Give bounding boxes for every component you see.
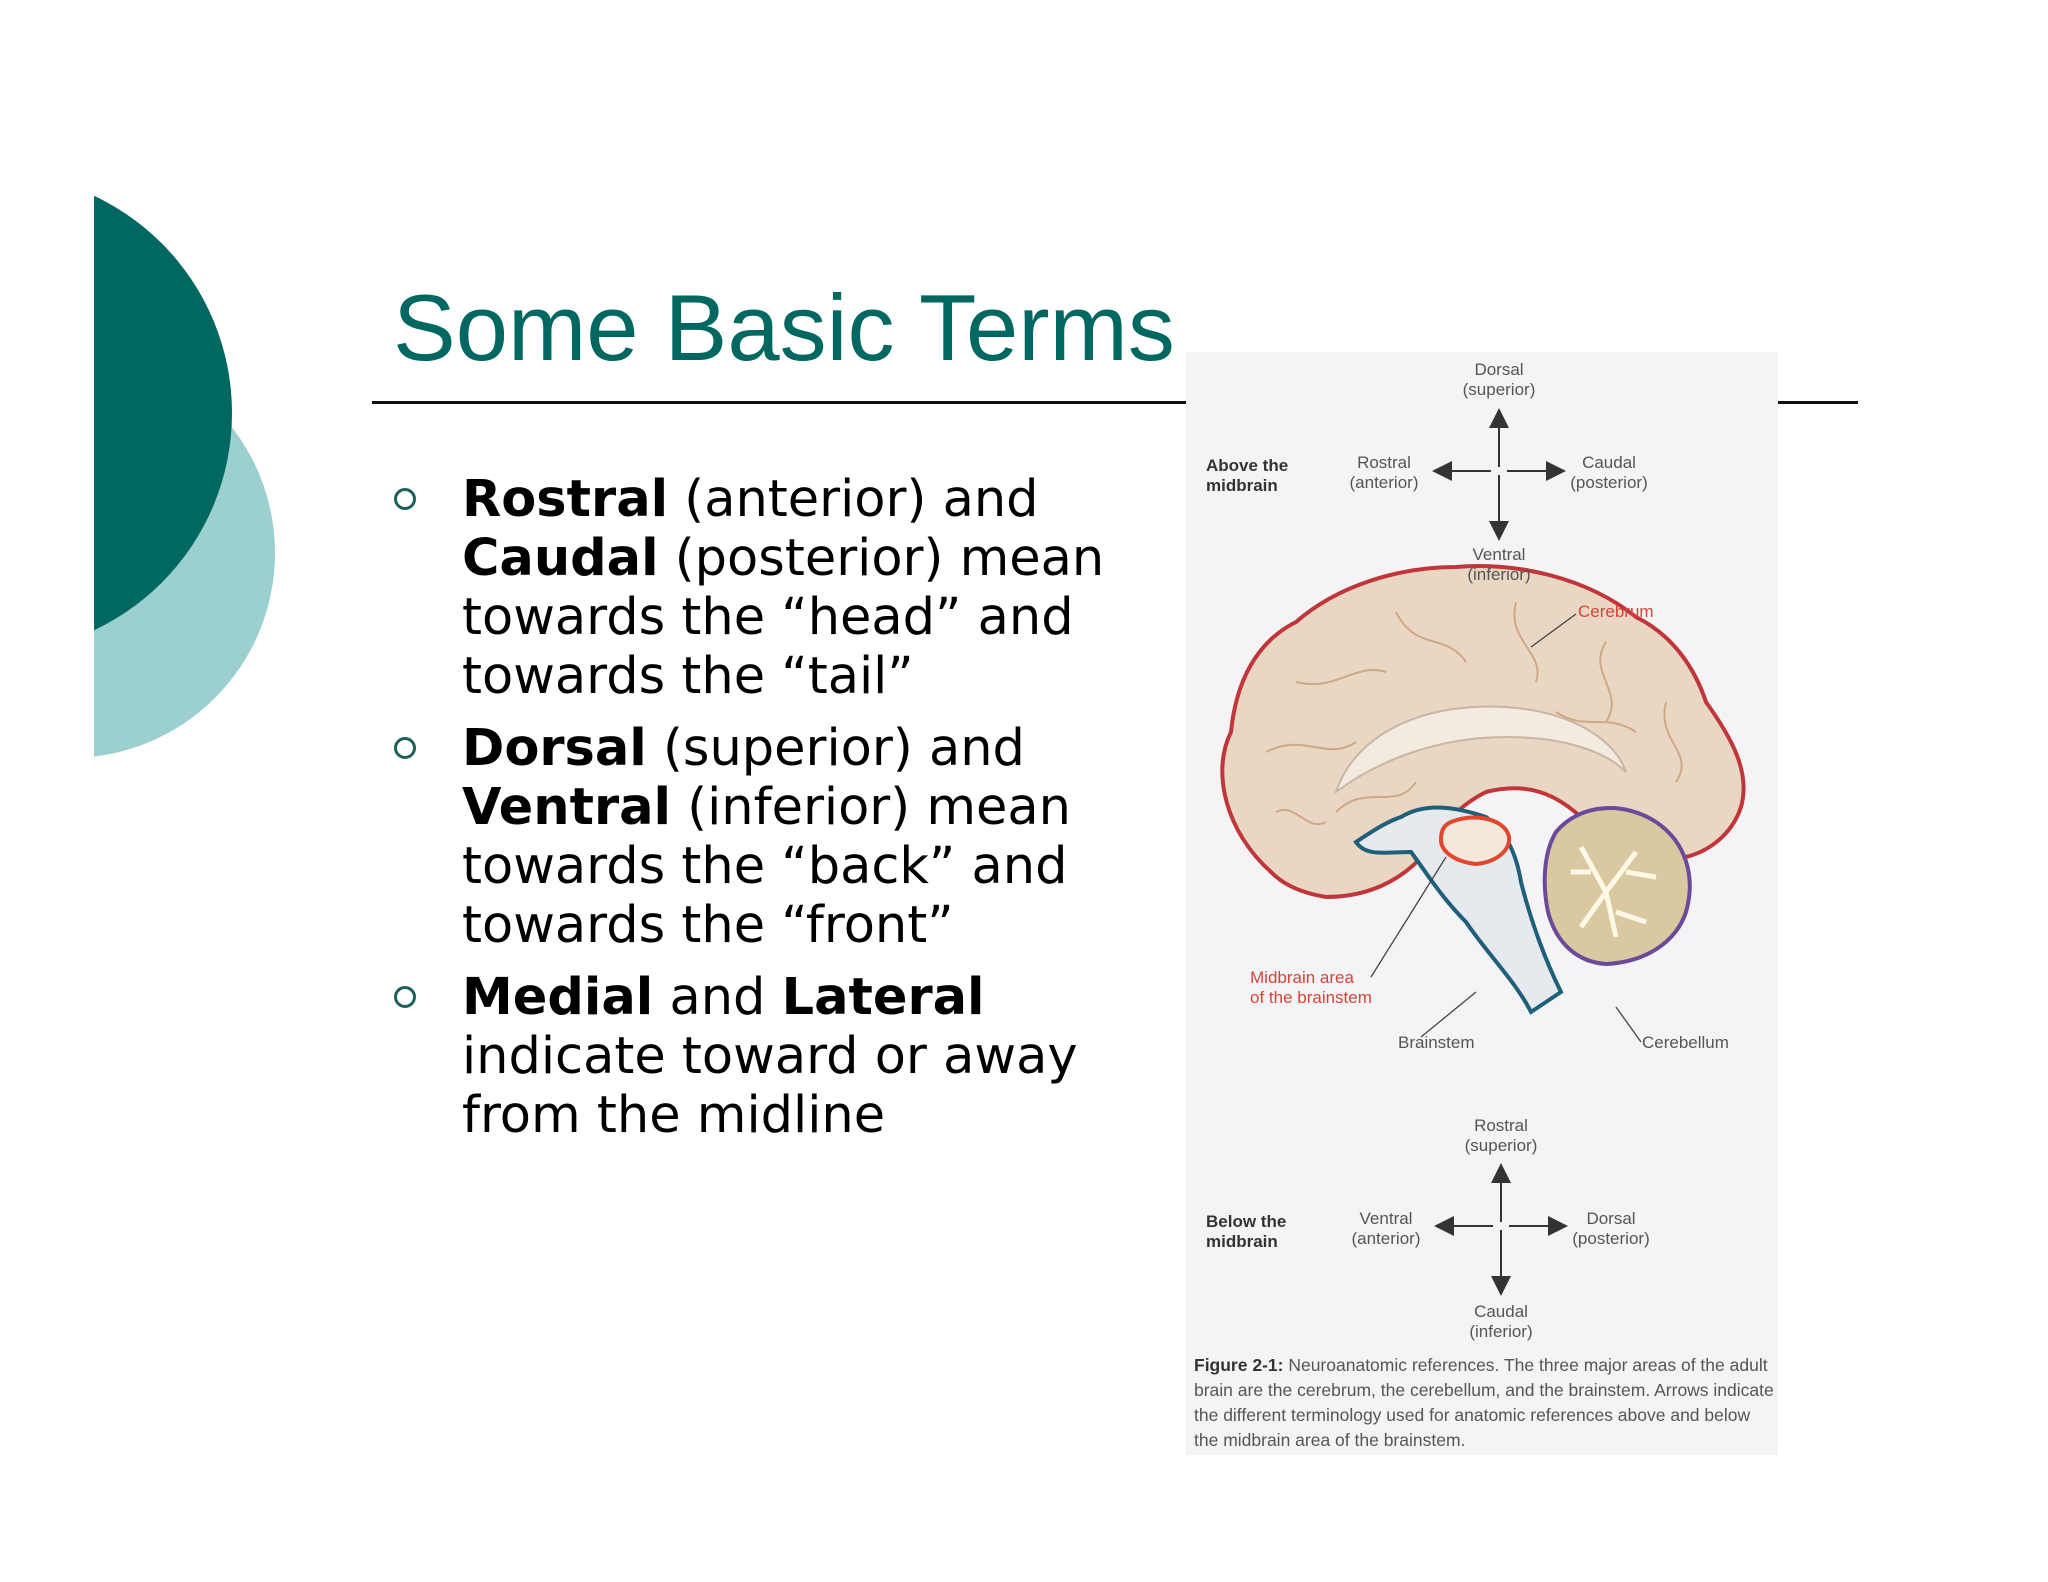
slide-title: Some Basic Terms <box>393 275 1175 380</box>
term-bold: Caudal <box>462 529 659 588</box>
cerebellum-shape <box>1542 806 1692 967</box>
dark-teal-circle <box>94 195 232 631</box>
above-up-label: Dorsal(superior) <box>1462 360 1536 399</box>
below-down-label: Caudal(inferior) <box>1469 1302 1533 1341</box>
term-bold: Ventral <box>462 778 672 837</box>
caption-label: Figure 2-1: <box>1194 1355 1284 1375</box>
bullet-list: Rostral (anterior) and Caudal (posterior… <box>390 470 1110 1158</box>
term-text: indicate toward or away from the midline <box>462 1027 1078 1145</box>
term-bold: Lateral <box>781 968 985 1027</box>
figure-drawing <box>1220 408 1746 1296</box>
above-midbrain-compass <box>1432 408 1566 541</box>
midbrain-area <box>1438 815 1512 867</box>
above-right-label: Caudal(posterior) <box>1570 453 1648 492</box>
term-bold: Rostral <box>462 470 669 529</box>
bullet-circle-icon <box>394 488 416 510</box>
above-down-label: Ventral(inferior) <box>1467 545 1531 584</box>
decorative-circles <box>94 195 275 757</box>
term-text: (posterior) mean towards the “head” and … <box>462 529 1105 706</box>
bullet-item: Dorsal (superior) and Ventral (inferior)… <box>390 719 1110 955</box>
cerebellum-tree <box>1571 845 1657 938</box>
below-left-label: Ventral(anterior) <box>1351 1209 1421 1248</box>
term-text: and <box>653 968 782 1027</box>
bullet-circle-icon <box>394 986 416 1008</box>
bullet-item: Rostral (anterior) and Caudal (posterior… <box>390 470 1110 706</box>
below-right-label: Dorsal(posterior) <box>1572 1209 1650 1248</box>
brain-illustration <box>1220 564 1746 1015</box>
title-divider <box>372 401 1858 404</box>
term-text: (superior) and <box>646 719 1025 778</box>
below-midbrain-compass <box>1434 1163 1568 1296</box>
term-bold: Dorsal <box>462 719 647 778</box>
above-left-label: Rostral(anterior) <box>1349 453 1419 492</box>
term-text: (inferior) mean towards the “back” and t… <box>462 778 1071 955</box>
cerebellum-label: Cerebellum <box>1642 1033 1729 1052</box>
brainstem-label: Brainstem <box>1398 1033 1475 1052</box>
term-text: (anterior) and <box>668 470 1039 529</box>
bullet-item: Medial and Lateral indicate toward or aw… <box>390 968 1110 1145</box>
cerebrum-label: Cerebrum <box>1578 602 1654 621</box>
corpus-callosum <box>1334 705 1627 795</box>
bullet-circle-icon <box>394 737 416 759</box>
term-bold: Medial <box>462 968 654 1027</box>
caption-text: Neuroanatomic references. The three majo… <box>1194 1355 1774 1450</box>
leader-lines <box>1370 613 1642 1043</box>
cerebrum-folds <box>1265 601 1683 825</box>
figure-caption: Figure 2-1: Neuroanatomic references. Th… <box>1194 1353 1774 1453</box>
below-up-label: Rostral(superior) <box>1464 1116 1538 1155</box>
